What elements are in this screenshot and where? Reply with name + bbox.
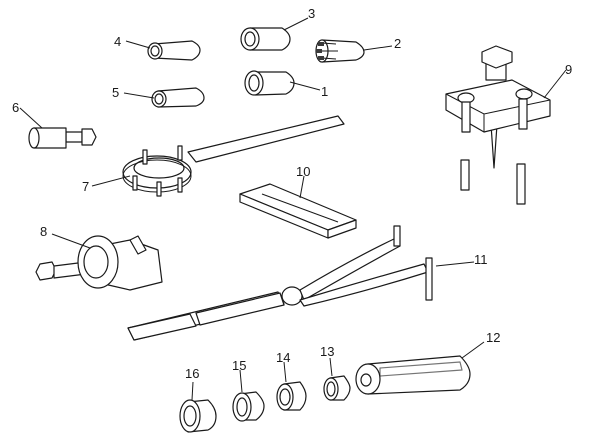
callout-15: 15 xyxy=(232,358,246,373)
callout-1: 1 xyxy=(321,84,328,99)
part-16-ring xyxy=(179,399,217,433)
callout-11: 11 xyxy=(474,252,488,267)
part-2-collet xyxy=(315,39,365,63)
part-3-sleeve xyxy=(240,27,291,51)
callout-6: 6 xyxy=(12,100,19,115)
callout-9: 9 xyxy=(565,62,572,77)
callout-3: 3 xyxy=(308,6,315,21)
part-12-knurled-handle xyxy=(355,355,471,395)
callout-2: 2 xyxy=(394,36,401,51)
leader-lines xyxy=(19,17,567,401)
callout-8: 8 xyxy=(40,224,47,239)
part-11-fork-spanner xyxy=(127,225,433,341)
part-9-puller xyxy=(445,45,551,205)
part-14-ring xyxy=(276,381,307,411)
callout-5: 5 xyxy=(112,85,119,100)
callout-4: 4 xyxy=(114,34,121,49)
callout-16: 16 xyxy=(185,366,199,381)
part-7-spanner-wrench xyxy=(122,115,345,197)
part-4-sleeve xyxy=(147,40,201,61)
callout-labels: 1 2 3 4 5 6 7 8 9 10 11 12 13 14 15 16 xyxy=(12,6,572,381)
callout-13: 13 xyxy=(320,344,334,359)
callout-7: 7 xyxy=(82,179,89,194)
callout-10: 10 xyxy=(296,164,310,179)
part-15-ring xyxy=(232,391,265,422)
part-8-tool xyxy=(35,235,163,291)
callout-14: 14 xyxy=(276,350,290,365)
part-13-ring xyxy=(323,375,351,401)
part-1-sleeve xyxy=(244,70,295,96)
part-6-threaded-bolt xyxy=(28,127,97,149)
callout-12: 12 xyxy=(486,330,500,345)
part-5-sleeve xyxy=(151,87,205,108)
part-10-plate xyxy=(239,183,357,239)
